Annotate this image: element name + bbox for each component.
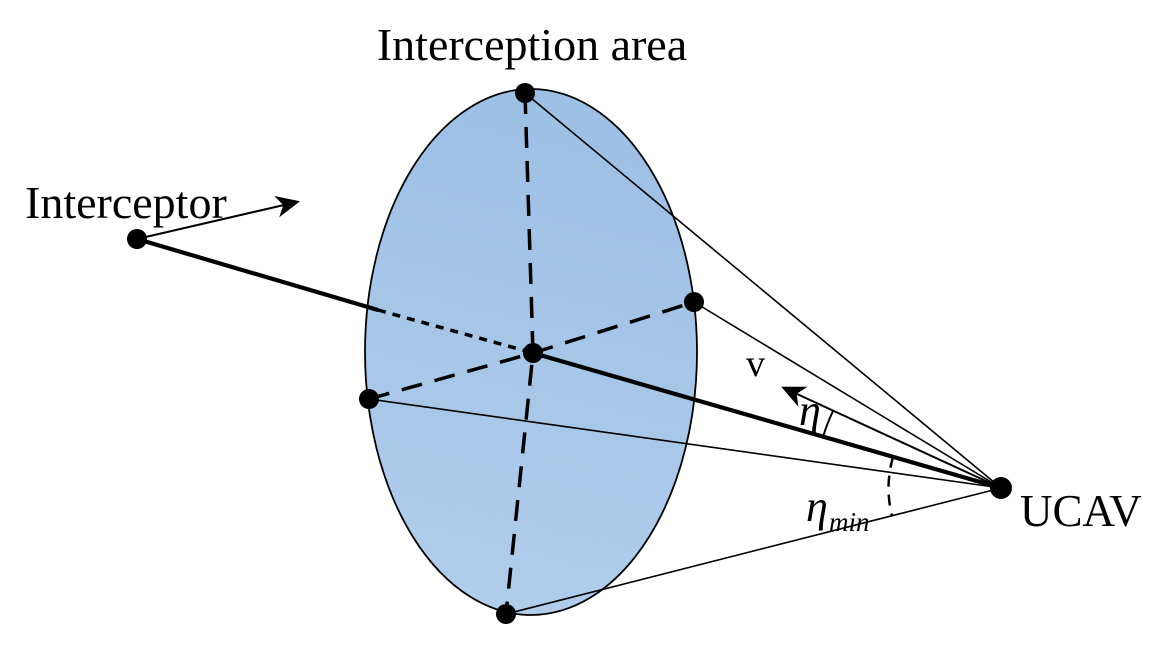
interceptor-approach-line <box>136 236 379 313</box>
rim-dot-left <box>359 389 379 409</box>
ucav-label: UCAV <box>1020 486 1142 536</box>
velocity-vector-label: v <box>746 343 765 385</box>
rim-dot-bottom <box>496 604 516 624</box>
interceptor-velocity-arrow <box>136 196 301 240</box>
ucav-sightline-right <box>693 301 1002 489</box>
ucav-dot <box>990 477 1012 499</box>
interceptor-dot <box>127 229 147 249</box>
interceptor-label: Interceptor <box>25 177 227 228</box>
ucav-sightline-left <box>368 398 1002 489</box>
rim-dot-top <box>515 83 535 103</box>
ucav-to-center-line <box>532 350 1002 491</box>
rim-dot-right <box>684 292 704 312</box>
vertical-diameter-dashed-line <box>504 92 535 615</box>
ucav-sightline-bottom <box>505 487 1002 615</box>
eta-min-angle-label: η <box>806 482 828 531</box>
interception-area-label: Interception area <box>377 19 687 70</box>
eta-angle-arc <box>822 410 834 438</box>
interception-point-center-dot <box>523 343 543 363</box>
eta-angle-label: η <box>799 386 821 435</box>
eta-min-angle-subscript: min <box>829 507 870 537</box>
ucav-sightline-top <box>524 92 1002 489</box>
eta-min-angle-arc-dashed <box>887 456 895 517</box>
ucav-velocity-arrow <box>781 386 1002 489</box>
interceptor-path-hidden-dotted-line <box>377 308 534 355</box>
